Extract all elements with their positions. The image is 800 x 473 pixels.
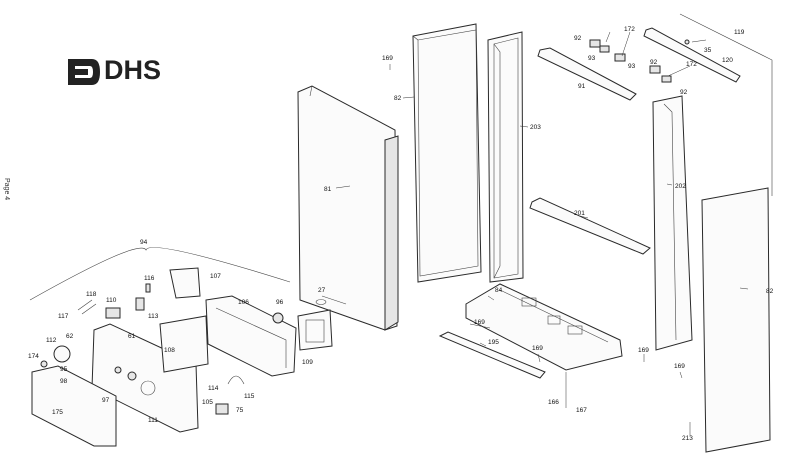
callout-96: 96 [276, 299, 284, 306]
callout-94: 94 [140, 239, 148, 246]
callout-108: 108 [164, 347, 175, 354]
side-panel-left [412, 23, 482, 283]
callout-119: 119 [734, 29, 745, 36]
callout-195: 195 [488, 339, 499, 346]
control-group-bracket [29, 247, 291, 301]
callout-81: 81 [324, 186, 332, 193]
callout-93: 93 [588, 55, 596, 62]
callout-92: 92 [574, 35, 582, 42]
base-tray [465, 283, 623, 371]
fixing-clips [589, 39, 690, 83]
callout-169: 169 [638, 347, 649, 354]
callout-61: 61 [128, 333, 136, 340]
callout-92: 92 [650, 59, 658, 66]
callout-203: 203 [530, 124, 541, 131]
leader-lines [335, 31, 749, 436]
callout-110: 110 [106, 297, 117, 304]
callout-169: 169 [382, 55, 393, 62]
callout-169: 169 [674, 363, 685, 370]
callout-107: 107 [210, 273, 221, 280]
callout-174: 174 [28, 353, 39, 360]
page-number-label: Page 4 [3, 178, 10, 201]
callout-120: 120 [722, 57, 733, 64]
callout-labels: 81 82 82 169 169 169 169 169 203 202 201… [28, 26, 774, 442]
callout-105: 105 [202, 399, 213, 406]
callout-92: 92 [680, 89, 688, 96]
callout-82-left: 82 [394, 95, 402, 102]
callout-175: 175 [52, 409, 63, 416]
right-rail-bracket [643, 13, 773, 196]
callout-117: 117 [58, 313, 69, 320]
front-casing-panel [297, 85, 399, 331]
callout-62: 62 [66, 333, 74, 340]
control-front-cover [31, 365, 117, 447]
knob-96 [272, 312, 284, 324]
callout-93: 93 [628, 63, 636, 70]
callout-106: 106 [238, 299, 249, 306]
callout-95: 95 [60, 366, 68, 373]
inner-side-panel [487, 31, 524, 283]
callout-35: 35 [704, 47, 712, 54]
callout-202: 202 [675, 183, 686, 190]
callout-167: 167 [576, 407, 587, 414]
callout-97: 97 [102, 397, 110, 404]
bracket-107 [169, 267, 201, 299]
right-side-panel [652, 95, 693, 351]
pcb-board [159, 315, 209, 373]
part-113 [135, 297, 145, 311]
callout-169: 169 [474, 319, 485, 326]
bottom-strip [438, 331, 546, 379]
callout-115: 115 [244, 393, 255, 400]
side-panel-right [701, 187, 771, 453]
callout-112: 112 [46, 337, 57, 344]
callout-75: 75 [236, 407, 244, 414]
logo-text: DHS [104, 55, 162, 85]
callout-116: 116 [144, 275, 155, 282]
clip-75 [215, 403, 229, 415]
dhs-logo-icon [68, 59, 100, 85]
clip-110 [105, 307, 121, 319]
callout-172: 172 [686, 61, 697, 68]
callout-84: 84 [495, 287, 503, 294]
callout-27: 27 [318, 287, 326, 294]
control-housing-rear [205, 295, 297, 377]
callout-82-right: 82 [766, 288, 774, 295]
callout-109: 109 [302, 359, 313, 366]
callout-166: 166 [548, 399, 559, 406]
cable-clip-114 [227, 375, 245, 385]
part-174 [40, 360, 48, 368]
callout-169: 169 [532, 345, 543, 352]
callout-91: 91 [578, 83, 586, 90]
part-117-118 [77, 299, 97, 315]
callout-113: 113 [148, 313, 159, 320]
callout-118: 118 [86, 291, 97, 298]
callout-213: 213 [682, 435, 693, 442]
cover-109 [297, 309, 333, 351]
callout-114: 114 [208, 385, 219, 392]
callout-201: 201 [574, 210, 585, 217]
callout-98: 98 [60, 378, 68, 385]
knob-112 [53, 345, 71, 363]
top-bracket [537, 47, 637, 101]
callout-111: 111 [148, 417, 158, 424]
callout-172: 172 [624, 26, 635, 33]
cross-bar [529, 197, 651, 255]
part-116 [145, 283, 151, 293]
